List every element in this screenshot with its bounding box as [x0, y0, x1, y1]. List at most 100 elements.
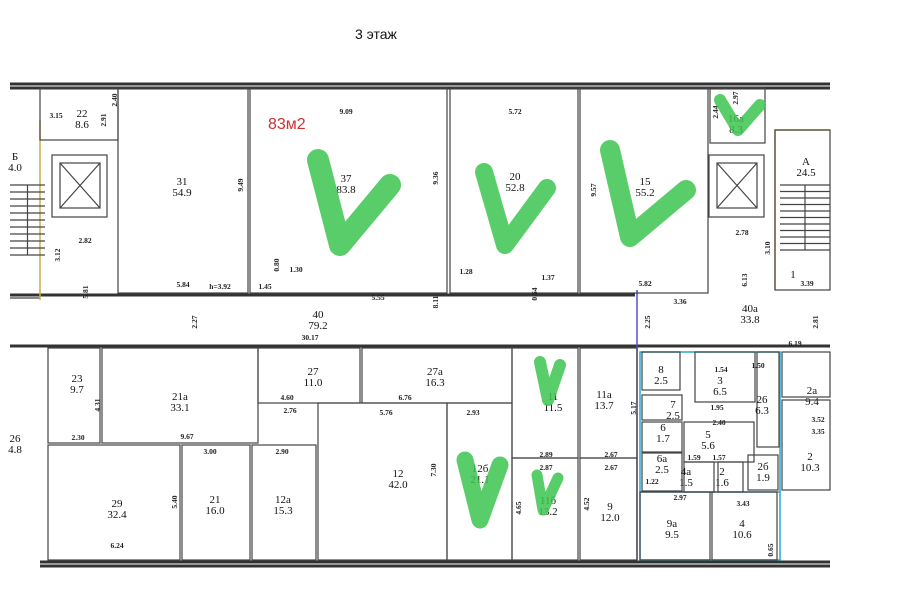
room-outline: [641, 421, 683, 453]
room-number: 3: [717, 375, 723, 387]
room-outline: [249, 87, 448, 294]
dimension-label: 4.52: [582, 497, 591, 510]
dimension-label: 6.76: [398, 393, 411, 402]
room-number: 23: [72, 373, 84, 385]
staircase-right: [780, 184, 830, 251]
room-outline: [781, 351, 831, 398]
dimension-label: 6.24: [110, 541, 123, 550]
room-outline: [449, 87, 579, 294]
room-2а: 2а9.4: [781, 351, 831, 408]
dimension-label: 2.78: [735, 228, 748, 237]
room-area: 1.7: [656, 433, 670, 445]
dimension-label: 2.40: [110, 93, 119, 106]
room-8: 82.5: [641, 351, 681, 391]
room-7: 72.5: [641, 394, 683, 422]
room-outline: [251, 444, 317, 561]
room-area: 32.4: [107, 509, 127, 521]
room-area: 42.0: [388, 479, 408, 491]
room-area: 11.0: [304, 377, 323, 389]
dimension-label: 2.82: [78, 236, 91, 245]
room-area: 6.5: [713, 386, 727, 398]
dimension-label: 2.97: [673, 493, 686, 502]
room-2: 210.3: [781, 399, 831, 491]
room-number: 21: [210, 494, 221, 506]
room-area: 8.6: [75, 119, 89, 131]
room-outline: [47, 444, 181, 561]
dimension-label: 5.72: [508, 107, 521, 116]
room-number: 2б: [757, 461, 769, 473]
dimension-label: 3.35: [811, 427, 824, 436]
room-area: 1.6: [715, 477, 729, 489]
dimension-label: 5.82: [638, 279, 651, 288]
dimension-label: 1.28: [459, 267, 472, 276]
dimension-label: 2.44: [711, 105, 720, 118]
dimension-label: h=3.92: [209, 282, 231, 291]
room-area: 10.3: [800, 462, 820, 474]
room-area: 15.3: [273, 505, 293, 517]
elevator-left: [51, 154, 108, 218]
check-mark-icon: [307, 149, 401, 256]
dimension-label: 2.25: [643, 315, 652, 328]
room-number: 6: [660, 422, 666, 434]
room-А: А24.5: [774, 129, 831, 291]
room-area: 10.6: [732, 529, 752, 541]
check-mark-icon: [600, 140, 696, 247]
room-outline: [709, 87, 766, 144]
dimension-label: 0.64: [530, 287, 539, 300]
dimension-label: 6.13: [740, 273, 749, 286]
dimension-label: 4.60: [280, 393, 293, 402]
room-area: 12.0: [600, 512, 620, 524]
dimension-label: 1.22: [645, 477, 658, 486]
dimension-label: 2.40: [712, 418, 725, 427]
room-number: 40: [313, 309, 325, 321]
room-outline: [711, 491, 778, 561]
room-outline: [181, 444, 251, 561]
room-area: 4.8: [8, 444, 22, 456]
dimension-label: 9.36: [431, 171, 440, 184]
room-area: 33.1: [170, 402, 189, 414]
dimension-label: 9.57: [589, 183, 598, 196]
room-area: 52.8: [505, 182, 525, 194]
room-outline: [579, 457, 638, 561]
room-area: 9.4: [805, 396, 819, 408]
dimension-label: 9.49: [236, 178, 245, 191]
dimension-label: 1.59: [687, 453, 700, 462]
dimension-label: 0.80: [272, 258, 281, 271]
room-outline: [781, 399, 831, 491]
dimension-label: 3.52: [811, 415, 824, 424]
dimension-label: 1.57: [712, 453, 725, 462]
dimension-label: 2.27: [190, 315, 199, 328]
dimension-label: 9.67: [180, 432, 193, 441]
room-Б: Б4.0: [8, 151, 22, 174]
room-4а: 4а1.5: [679, 461, 715, 493]
room-number: 9: [607, 501, 613, 513]
check-mark-icon: [475, 163, 556, 254]
dimension-label: 5.17: [629, 401, 638, 414]
room-number: 2: [807, 451, 813, 463]
dimension-label: 2.91: [99, 113, 108, 126]
room-area: 4.0: [8, 162, 22, 174]
room-outline: [774, 129, 831, 291]
dimension-label: 3.36: [673, 297, 686, 306]
room-number: 8: [658, 364, 664, 376]
room-number: 12а: [275, 494, 291, 506]
room-number: 40а: [742, 303, 758, 315]
room-outline: [579, 87, 709, 294]
room-2б: 2б1.9: [747, 454, 779, 491]
dimension-label: 1.37: [541, 273, 554, 282]
room-4: 410.6: [711, 491, 778, 561]
dimension-label: 2.97: [731, 91, 740, 104]
floor-title: 3 этаж: [355, 26, 397, 42]
dimension-label: 3.00: [203, 447, 216, 456]
room-6а: 6а2.5: [641, 452, 683, 492]
dimension-label: 3.12: [53, 248, 62, 261]
dimension-label: 5.76: [379, 408, 392, 417]
dimension-label: 6.19: [788, 339, 801, 348]
room-9а: 9а9.5: [639, 491, 711, 561]
room-23: 239.7: [47, 347, 101, 444]
